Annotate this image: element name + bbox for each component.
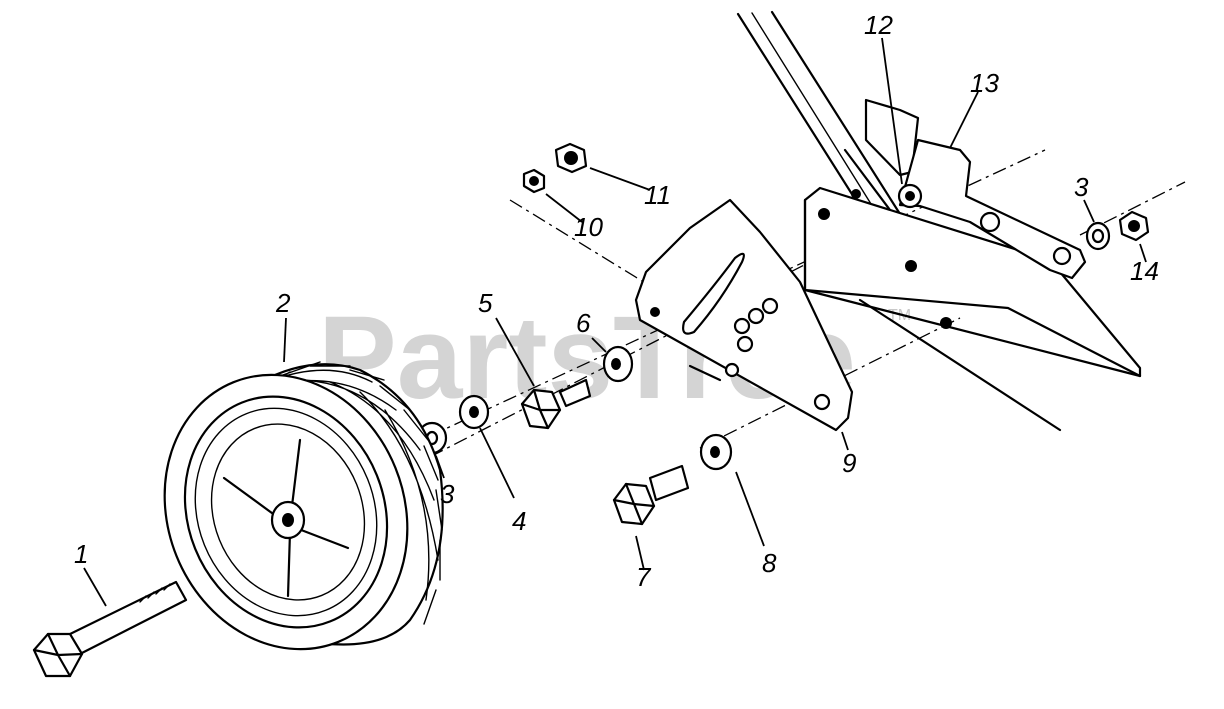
- nut-10: [522, 168, 546, 194]
- height-lever: [864, 98, 1087, 280]
- callout-13: 13: [970, 68, 999, 98]
- callout-3: 3: [1074, 172, 1089, 202]
- callout-leaders: [83, 37, 1147, 607]
- callout-2: 2: [275, 288, 291, 318]
- callout-11: 11: [644, 180, 671, 210]
- callout-14: 14: [1130, 256, 1159, 286]
- callout-5: 5: [478, 288, 493, 318]
- nut-14: [1118, 210, 1150, 242]
- callout-12: 12: [864, 10, 893, 40]
- washer-8: [699, 433, 733, 471]
- callout-4: 4: [512, 506, 526, 536]
- washer-3-right: [1085, 221, 1111, 251]
- axle-bolt-1: [32, 580, 188, 678]
- callout-labels: 1 2 3 3 4 5 6 7 8 9 10 11 12 13 14: [74, 10, 1159, 592]
- callout-10: 10: [574, 212, 603, 242]
- adjuster-plate: [634, 198, 854, 432]
- callout-8: 8: [762, 548, 777, 578]
- watermark-trademark: TM: [888, 307, 911, 324]
- callout-1: 1: [74, 539, 88, 569]
- deck-plate: [803, 186, 1142, 432]
- nut-11: [554, 142, 588, 174]
- callout-3: 3: [440, 479, 455, 509]
- shoulder-bolt-5: [520, 378, 592, 430]
- callout-9: 9: [842, 448, 856, 478]
- wheel: [163, 361, 444, 651]
- callout-6: 6: [576, 308, 591, 338]
- spacer-4: [458, 394, 490, 430]
- washer-6: [602, 345, 634, 383]
- callout-7: 7: [636, 562, 652, 592]
- bolt-7: [612, 464, 690, 526]
